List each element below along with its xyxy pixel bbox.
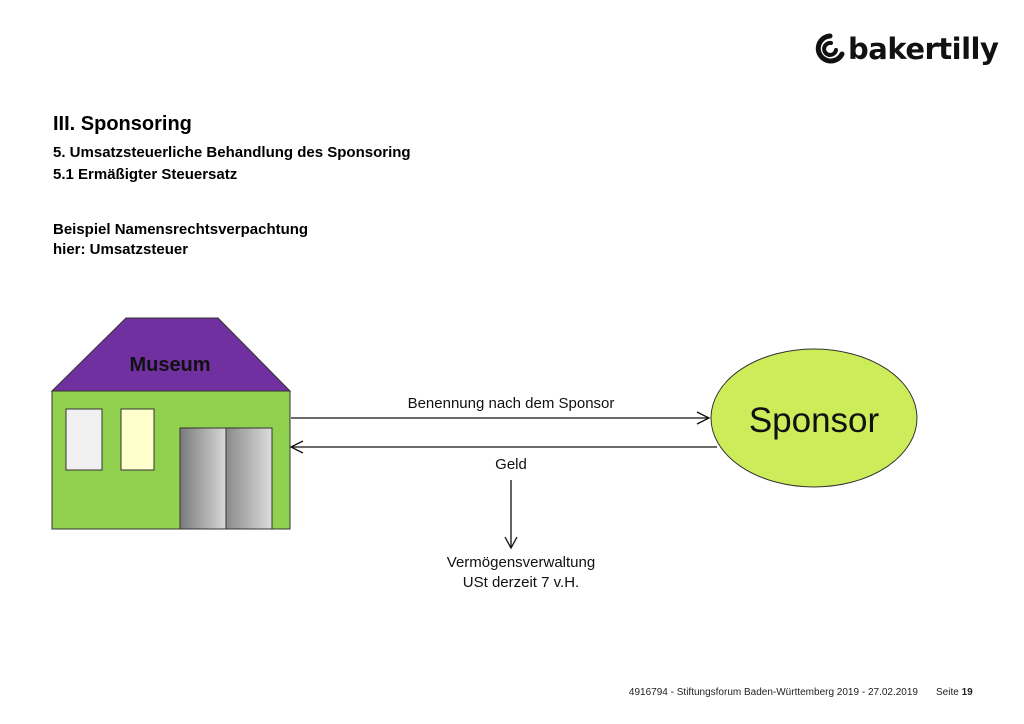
- sponsor-label: Sponsor: [749, 401, 880, 440]
- museum-window-left: [65, 408, 103, 471]
- footer-reference: 4916794 - Stiftungsforum Baden-Württembe…: [628, 687, 918, 698]
- museum-door-left: [179, 427, 227, 530]
- arrow-money-head: [289, 440, 304, 454]
- section-subtitle: 5. Umsatzsteuerliche Behandlung des Spon…: [53, 144, 411, 161]
- result-line-2: USt derzeit 7 v.H.: [463, 574, 579, 591]
- museum-label: Museum: [129, 354, 210, 376]
- logo-text: bakertilly: [848, 32, 999, 66]
- example-subtitle: hier: Umsatzsteuer: [53, 241, 189, 258]
- sponsor-ellipse: [710, 348, 918, 488]
- arrow-naming-label: Benennung nach dem Sponsor: [408, 395, 615, 412]
- result-line-1: Vermögensverwaltung: [447, 554, 595, 571]
- section-title: III. Sponsoring: [53, 113, 192, 135]
- museum-door-right: [225, 427, 273, 530]
- arrow-result-head: [504, 536, 518, 550]
- baker-tilly-logo-icon: [815, 33, 845, 64]
- arrow-naming-head: [696, 411, 711, 425]
- subsection-title: 5.1 Ermäßigter Steuersatz: [53, 166, 238, 183]
- example-title: Beispiel Namensrechtsverpachtung: [53, 221, 309, 238]
- baker-tilly-logo: bakertilly: [815, 32, 999, 66]
- footer-page-label: Seite: [936, 687, 959, 698]
- museum-window-right: [120, 408, 155, 471]
- footer-page-number: 19: [961, 687, 973, 698]
- footer-page: Seite 19: [936, 687, 973, 698]
- arrow-money-label: Geld: [495, 456, 527, 473]
